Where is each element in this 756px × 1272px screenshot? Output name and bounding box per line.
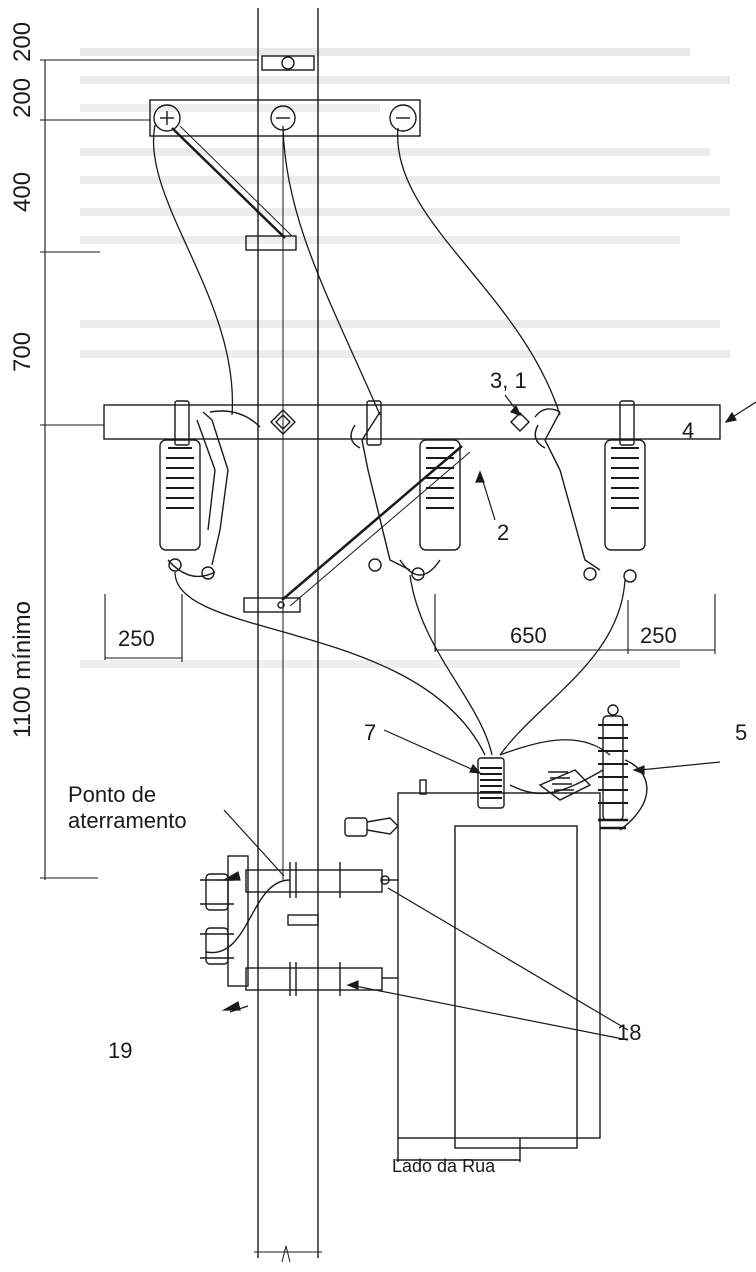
callout-4: 4	[682, 418, 694, 443]
dim-700: 700	[9, 332, 36, 372]
dim-200-top: 200	[9, 22, 36, 62]
lower-crossarm	[103, 404, 721, 440]
grounding-point-label-line2: aterramento	[68, 808, 187, 833]
callout-2: 2	[497, 520, 509, 545]
drawing	[40, 8, 756, 1263]
dim-250-right: 250	[640, 623, 677, 648]
dimension-lines	[40, 59, 716, 880]
dim-250-left: 250	[118, 626, 155, 651]
lower-crossarm-brace	[243, 445, 471, 613]
fuse-cutout-left	[159, 400, 261, 580]
callout-5: 5	[735, 720, 747, 745]
dim-400: 400	[9, 172, 36, 212]
dim-650: 650	[510, 623, 547, 648]
fuse-cutout-right	[534, 400, 646, 583]
fuse-cutout-center	[350, 400, 461, 581]
transformer	[344, 757, 601, 1162]
dim-200: 200	[9, 78, 36, 118]
upper-crossarm	[149, 99, 421, 251]
surge-arrester	[509, 704, 648, 831]
dim-1100-minimo: 1100 mínimo	[9, 601, 36, 738]
callout-3-1: 3, 1	[490, 368, 527, 393]
grounding-point-label-line1: Ponto de	[68, 782, 156, 807]
utility-pole	[254, 8, 322, 1263]
background-bleed-text	[80, 48, 730, 668]
transformer-mounting-brackets	[245, 862, 398, 996]
callout-labels: 3, 1 4 2 7 5 18 19	[108, 368, 747, 1063]
dimension-labels: 200 200 400 700 1100 mínimo 250 650 250	[9, 22, 677, 738]
callout-7: 7	[364, 720, 376, 745]
cutout-to-transformer-leads	[174, 571, 626, 756]
text-annotations: Ponto de aterramento Lado da Rua	[68, 782, 496, 1176]
secondary-rack	[200, 855, 291, 987]
pole-top-clamp	[261, 55, 315, 71]
callout-18: 18	[617, 1020, 641, 1045]
street-side-label: Lado da Rua	[392, 1156, 496, 1176]
callout-arrows	[221, 394, 756, 1041]
conductors-upper	[152, 124, 561, 416]
callout-19: 19	[108, 1038, 132, 1063]
